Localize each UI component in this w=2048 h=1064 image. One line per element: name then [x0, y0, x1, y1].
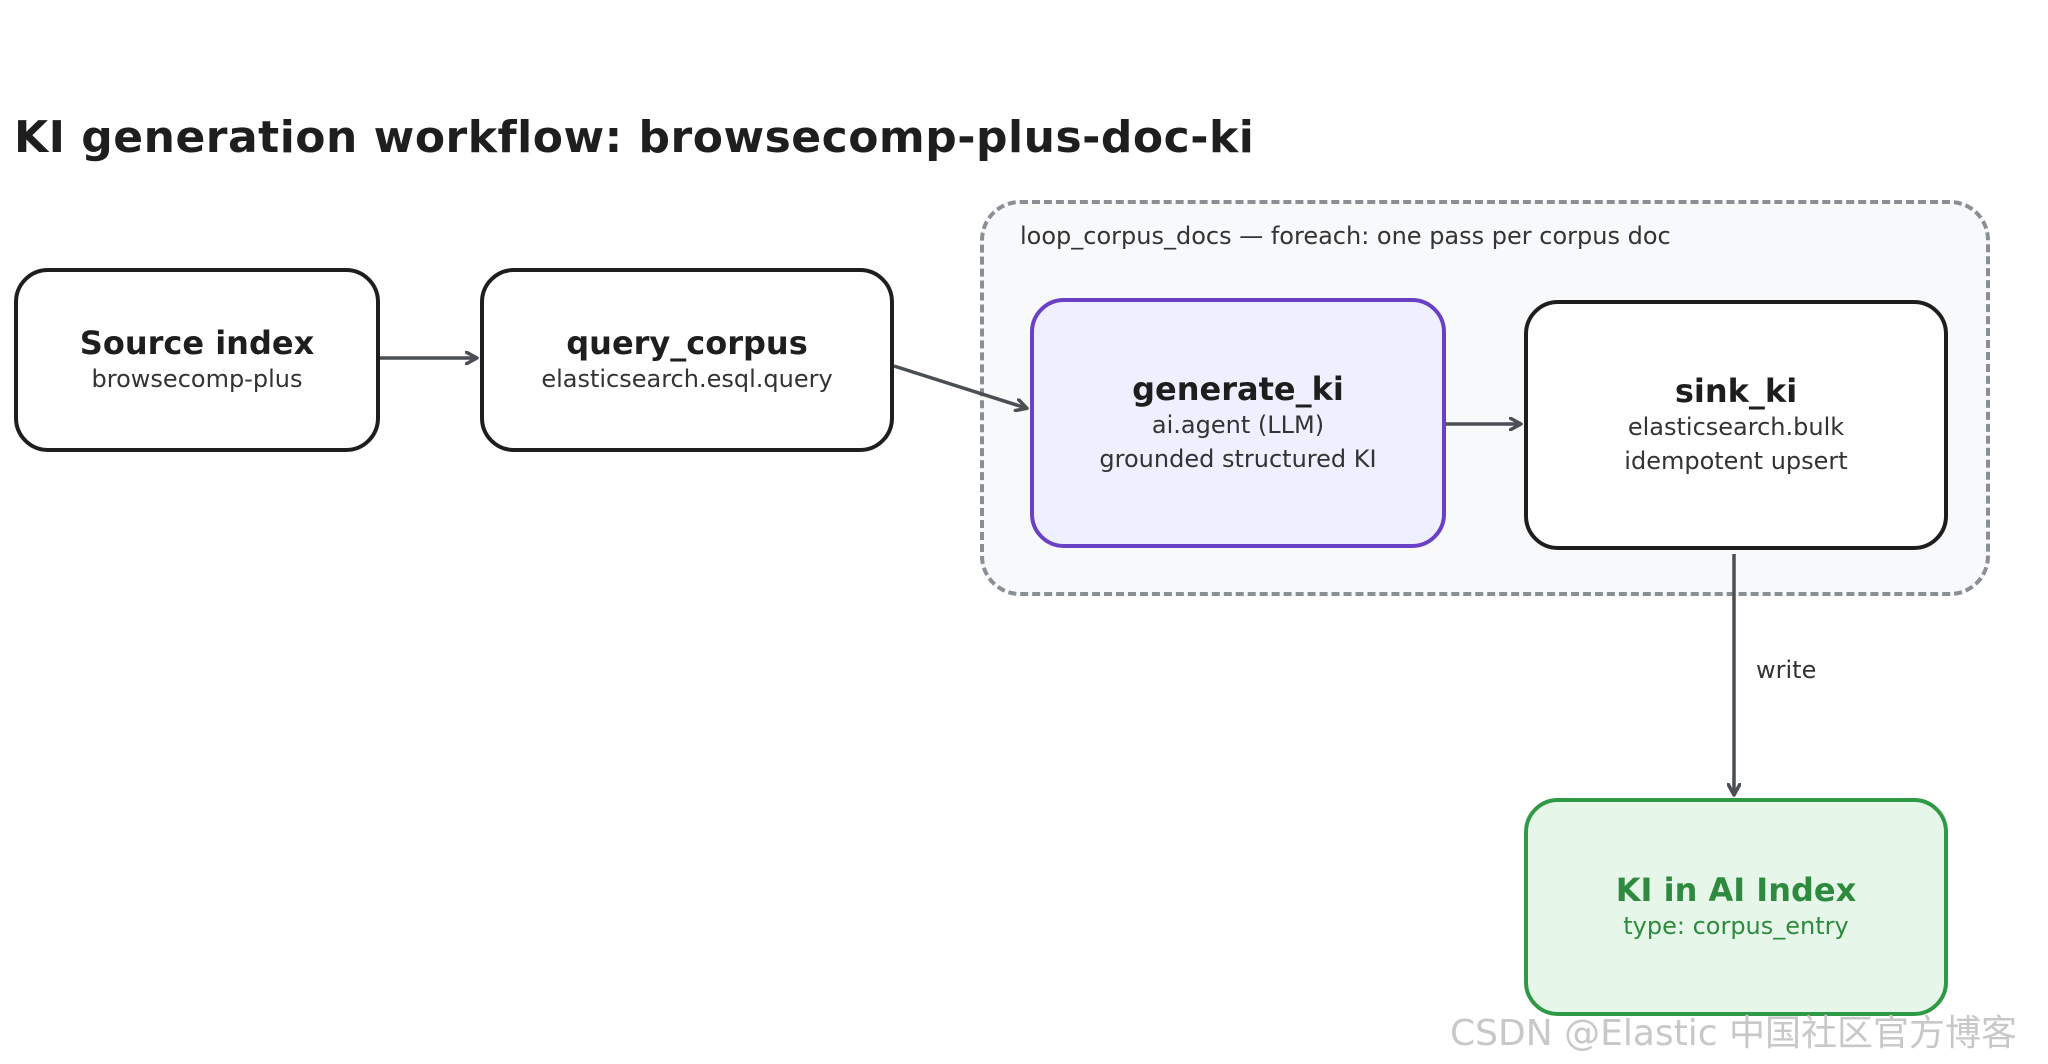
node-sink-ki: sink_ki elasticsearch.bulk idempotent up… [1524, 300, 1948, 550]
node-ki-index-name: KI in AI Index [1615, 871, 1857, 909]
watermark: CSDN @Elastic 中国社区官方博客 [1450, 1013, 2018, 1054]
node-generate-ki-sub1: ai.agent (LLM) [1151, 411, 1325, 439]
node-query-corpus-sub: elasticsearch.esql.query [541, 365, 833, 393]
node-source-index-sub: browsecomp-plus [91, 365, 303, 393]
node-sink-ki-name: sink_ki [1674, 372, 1798, 410]
node-generate-ki: generate_ki ai.agent (LLM) grounded stru… [1030, 298, 1446, 548]
node-sink-ki-sub2: idempotent upsert [1624, 447, 1848, 475]
node-generate-ki-name: generate_ki [1132, 370, 1344, 408]
node-generate-ki-sub2: grounded structured KI [1099, 445, 1377, 473]
node-query-corpus-name: query_corpus [566, 324, 808, 362]
node-source-index: Source index browsecomp-plus [14, 268, 380, 452]
node-ki-index-sub: type: corpus_entry [1623, 912, 1849, 940]
diagram-title: KI generation workflow: browsecomp-plus-… [14, 112, 1255, 163]
arrow-query-to-generate [893, 364, 1026, 408]
loop-label: loop_corpus_docs — foreach: one pass per… [1020, 222, 1671, 250]
node-source-index-name: Source index [79, 324, 315, 362]
node-ki-index: KI in AI Index type: corpus_entry [1524, 798, 1948, 1016]
edge-label-write: write [1756, 656, 1817, 684]
node-query-corpus: query_corpus elasticsearch.esql.query [480, 268, 894, 452]
node-sink-ki-sub1: elasticsearch.bulk [1627, 413, 1845, 441]
